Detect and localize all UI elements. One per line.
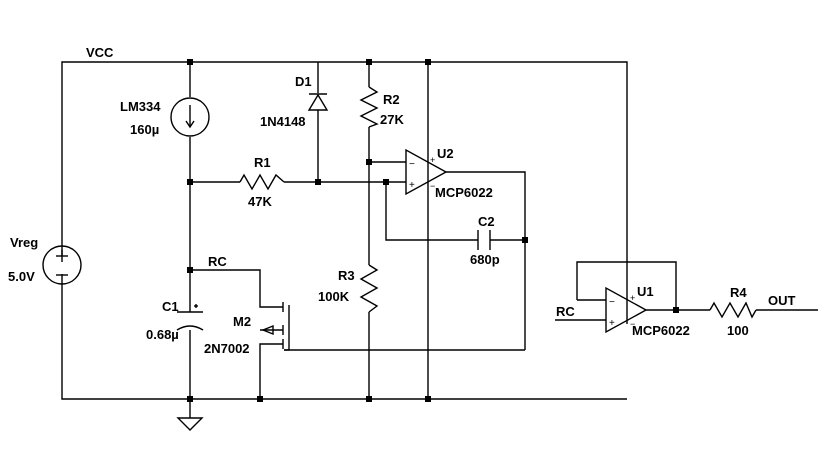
labels: VCC RC RC OUT Vreg 5.0V LM334 160µ D1 1N… xyxy=(8,45,796,356)
c1-polarized-capacitor-symbol xyxy=(176,304,204,331)
junction-dot xyxy=(315,179,321,185)
junction-dot xyxy=(522,237,528,243)
junction-dot xyxy=(383,179,389,185)
wires xyxy=(61,61,818,418)
c1-name-label: C1 xyxy=(162,299,179,314)
net-label-rc: RC xyxy=(556,304,575,319)
r2-resistor-symbol xyxy=(359,86,379,128)
junction-dot xyxy=(366,59,372,65)
net-label-vcc: VCC xyxy=(86,45,114,60)
r3-value-label: 100K xyxy=(318,289,350,304)
svg-text:−: − xyxy=(630,319,635,329)
junctions xyxy=(187,59,679,402)
r3-name-label: R3 xyxy=(338,268,355,283)
c2-capacitor-symbol xyxy=(477,230,491,250)
junction-dot xyxy=(425,396,431,402)
svg-text:+: + xyxy=(630,293,635,303)
r4-name-label: R4 xyxy=(730,285,747,300)
junction-dot xyxy=(366,159,372,165)
junction-dot xyxy=(366,396,372,402)
r3-resistor-symbol xyxy=(359,264,379,313)
r4-value-label: 100 xyxy=(727,323,749,338)
u2-value-label: MCP6022 xyxy=(435,185,493,200)
d1-name-label: D1 xyxy=(295,74,312,89)
junction-dot xyxy=(187,179,193,185)
lm334-value-label: 160µ xyxy=(130,122,159,137)
d1-diode-symbol xyxy=(307,93,329,111)
svg-text:+: + xyxy=(609,318,615,329)
ground-symbol xyxy=(176,417,204,431)
m2-mosfet-symbol xyxy=(261,302,290,351)
gnd-rail-wire xyxy=(61,274,627,400)
net-label-rc: RC xyxy=(208,254,227,269)
c2-name-label: C2 xyxy=(478,214,495,229)
m2-source-wire xyxy=(259,343,283,400)
u1-feedback-wire xyxy=(576,261,677,310)
svg-text:−: − xyxy=(430,181,435,191)
r2-value-label: 27K xyxy=(380,112,404,127)
u1-value-label: MCP6022 xyxy=(632,323,690,338)
svg-text:+: + xyxy=(430,155,435,165)
vreg-name-label: Vreg xyxy=(10,235,38,250)
svg-text:−: − xyxy=(609,297,615,308)
c2-value-label: 680p xyxy=(470,252,500,267)
m2-drain-wire xyxy=(190,269,283,308)
u2-opamp-symbol: − + + − xyxy=(405,148,448,196)
svg-text:−: − xyxy=(409,159,415,170)
u1-opamp-symbol: − + + − xyxy=(605,286,648,334)
r1-name-label: R1 xyxy=(254,155,271,170)
junction-dot xyxy=(187,59,193,65)
r1-value-label: 47K xyxy=(248,194,272,209)
junction-dot xyxy=(187,396,193,402)
m2-value-label: 2N7002 xyxy=(204,341,250,356)
r2-name-label: R2 xyxy=(383,92,400,107)
vreg-voltage-source-symbol xyxy=(42,245,82,285)
r4-resistor-symbol xyxy=(709,301,757,319)
svg-text:+: + xyxy=(409,180,415,191)
r1-resistor-symbol xyxy=(239,173,285,191)
junction-dot xyxy=(257,396,263,402)
m2-name-label: M2 xyxy=(233,314,251,329)
vreg-value-label: 5.0V xyxy=(8,269,35,284)
u1-name-label: U1 xyxy=(637,284,654,299)
net-label-out: OUT xyxy=(768,293,796,308)
u2-output-wire xyxy=(446,171,526,350)
lm334-name-label: LM334 xyxy=(120,99,161,114)
lm334-current-source-symbol xyxy=(170,97,210,137)
vcc-rail-wire xyxy=(61,61,628,324)
junction-dot xyxy=(673,307,679,313)
d1-value-label: 1N4148 xyxy=(260,114,306,129)
junction-dot xyxy=(425,59,431,65)
junction-dot xyxy=(187,267,193,273)
c1-value-label: 0.68µ xyxy=(146,327,179,342)
c2-left-wire xyxy=(385,182,478,241)
u2-name-label: U2 xyxy=(437,146,454,161)
